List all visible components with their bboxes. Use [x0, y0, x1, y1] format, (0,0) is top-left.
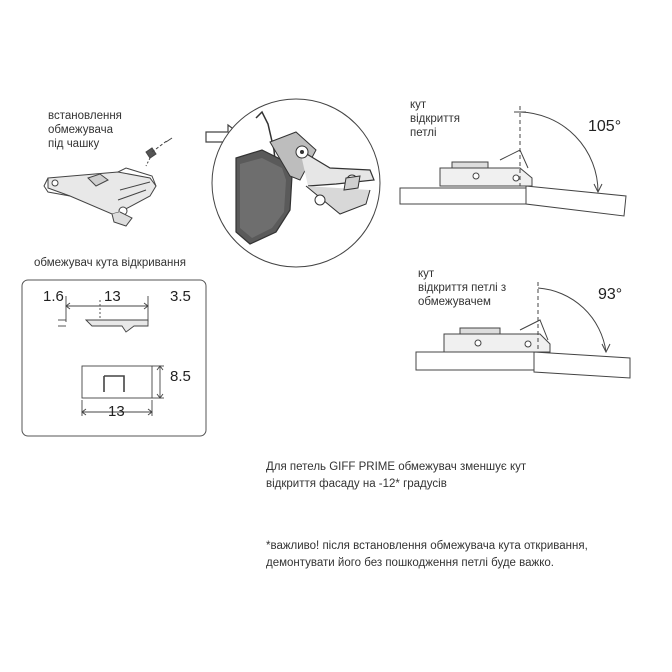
- magnified-detail-circle: [211, 98, 381, 268]
- note-important: *важливо! після встановлення обмежувача …: [266, 540, 588, 569]
- dim-right: 3.5: [170, 288, 191, 305]
- install-limiter-label: встановлення обмежувача під чашку: [48, 110, 122, 150]
- limiter-piece-small: [145, 137, 173, 167]
- hinge-93-drawing: [415, 282, 631, 379]
- angle-105-value: 105°: [588, 118, 622, 135]
- dim-left: 1.6: [43, 288, 64, 305]
- hinge-with-limiter-illustration: [43, 167, 157, 227]
- angle-105-label: кут відкриття петлі: [410, 99, 460, 139]
- note-giff-prime: Для петель GIFF PRIME обмежувач зменшує …: [266, 461, 527, 490]
- dim-bottom: 13: [108, 403, 125, 420]
- dim-height: 8.5: [170, 368, 191, 385]
- hinge-105-drawing: [399, 106, 627, 217]
- dim-middle: 13: [104, 288, 121, 305]
- limiter-title: обмежувач кута відкривання: [34, 257, 186, 269]
- angle-93-label: кут відкриття петлі з обмежувачем: [418, 268, 507, 308]
- limiter-dimension-box: [21, 279, 207, 437]
- angle-93-value: 93°: [598, 286, 623, 303]
